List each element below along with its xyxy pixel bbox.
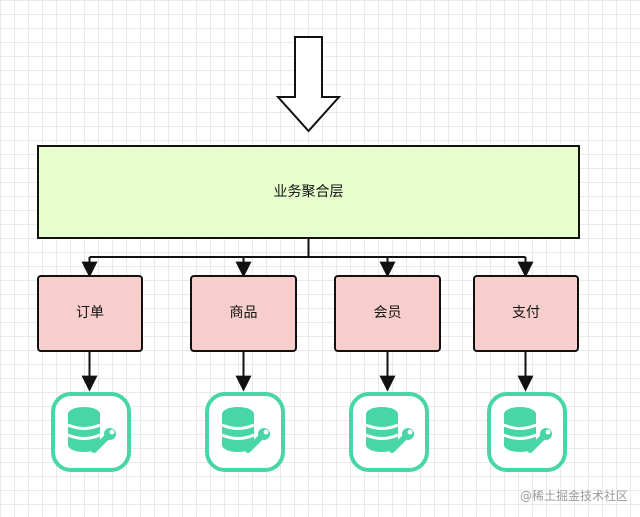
database-wrench-icon-order xyxy=(51,392,131,472)
database-wrench-icon-product xyxy=(205,392,285,472)
service-label-product: 商品 xyxy=(230,305,258,321)
service-rect-member xyxy=(334,275,441,352)
service-rect-order xyxy=(37,275,143,352)
service-label-payment: 支付 xyxy=(512,305,540,321)
service-box-payment: 支付 xyxy=(473,275,579,352)
aggregation-layer-box: 业务聚合层 xyxy=(37,145,580,239)
incoming-request-arrow xyxy=(275,36,342,133)
watermark-text: @稀土掘金技术社区 xyxy=(520,488,628,503)
service-rect-payment xyxy=(473,275,579,352)
database-wrench-icon-payment xyxy=(487,392,567,472)
service-box-product: 商品 xyxy=(190,275,297,352)
database-wrench-icon-member xyxy=(349,392,429,472)
service-label-member: 会员 xyxy=(374,305,402,321)
service-box-member: 会员 xyxy=(334,275,441,352)
aggregation-layer-label: 业务聚合层 xyxy=(274,184,344,200)
service-rect-product xyxy=(190,275,297,352)
connectors xyxy=(81,238,534,392)
service-label-order: 订单 xyxy=(76,305,104,321)
service-box-order: 订单 xyxy=(37,275,143,352)
aggregation-layer-rect xyxy=(37,145,580,239)
